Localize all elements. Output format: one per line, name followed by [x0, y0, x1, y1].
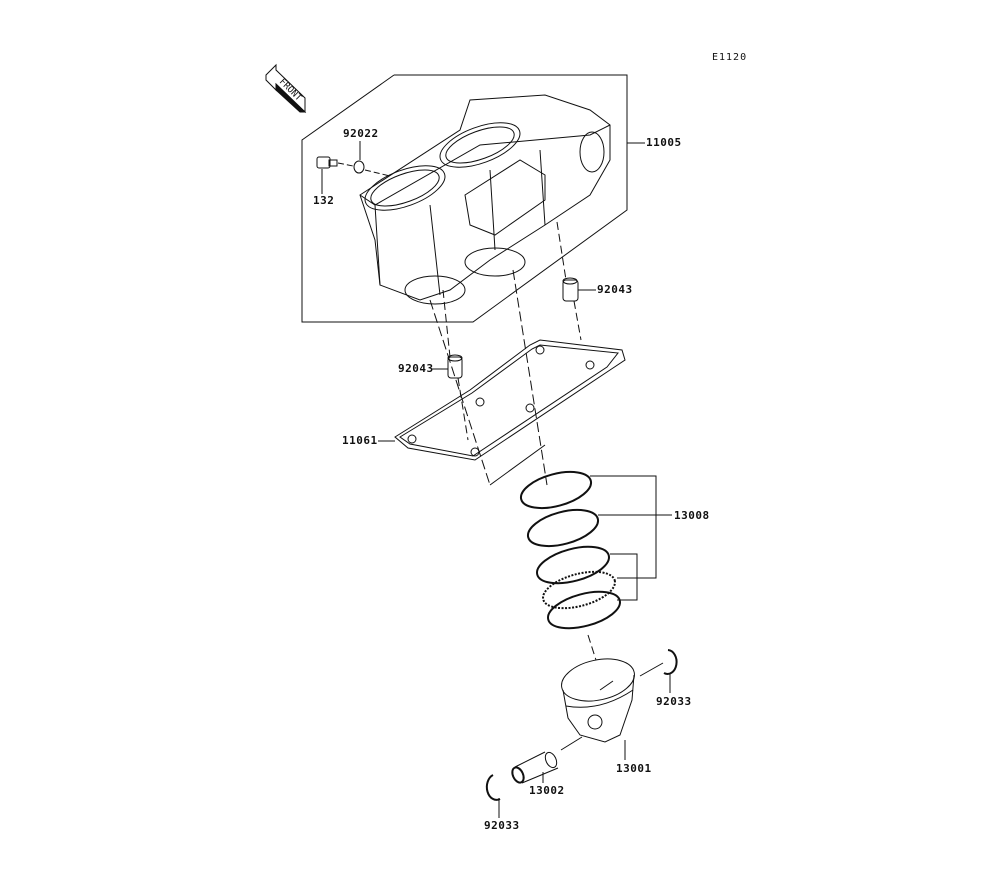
cylinder-group-box	[301, 74, 628, 323]
washer-92022	[353, 160, 365, 174]
part-label-92033-left[interactable]: 92033	[484, 819, 520, 832]
piston-pin-13002	[511, 751, 559, 784]
part-label-11061[interactable]: 11061	[342, 434, 378, 447]
piston-rings-13008	[519, 470, 621, 630]
part-label-13001[interactable]: 13001	[616, 762, 652, 775]
part-label-13008[interactable]: 13008	[674, 509, 710, 522]
circlip-left	[485, 774, 501, 801]
part-label-11005[interactable]: 11005	[646, 136, 682, 149]
cylinder-block	[359, 94, 611, 305]
part-label-132[interactable]: 132	[313, 194, 335, 207]
dowel-pin-upper	[562, 277, 579, 302]
part-label-92043-upper[interactable]: 92043	[597, 283, 633, 296]
diagram-code: E1120	[712, 52, 748, 63]
part-label-92043-lower[interactable]: 92043	[398, 362, 434, 375]
part-label-92022[interactable]: 92022	[343, 127, 379, 140]
piston-13001	[561, 658, 635, 743]
front-arrow-icon: FRONT	[265, 63, 307, 114]
bolt-132	[316, 156, 338, 169]
part-label-92033-right[interactable]: 92033	[656, 695, 692, 708]
gasket-11061	[394, 339, 626, 461]
circlip-right	[663, 649, 678, 675]
part-label-13002[interactable]: 13002	[529, 784, 565, 797]
dowel-pin-lower	[447, 354, 463, 379]
